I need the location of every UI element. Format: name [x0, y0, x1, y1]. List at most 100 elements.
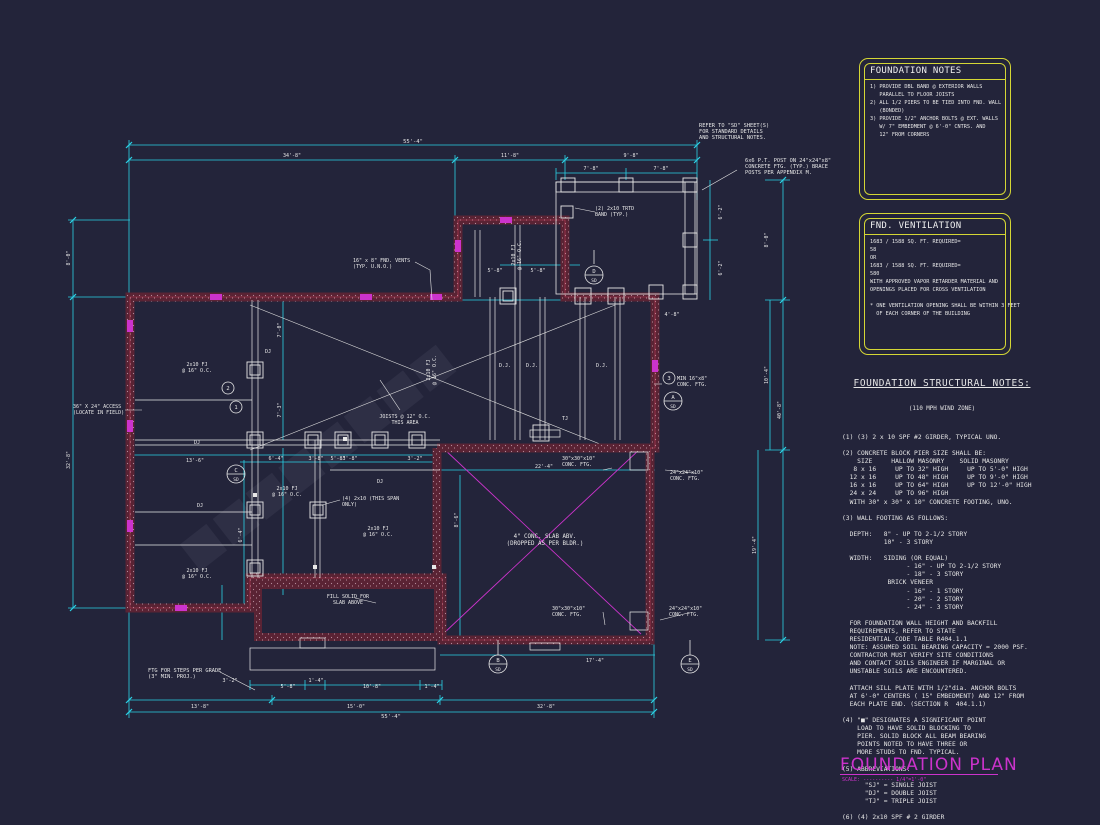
- plan-label-callout-2: 2: [226, 386, 229, 392]
- sheet-scale: SCALE: ---------- 1/4"=1'-0": [842, 777, 927, 783]
- fnd-ventilation-line: [870, 294, 1020, 302]
- plan-label-d1: 13'-6": [186, 458, 204, 464]
- foundation-notes-title: FOUNDATION NOTES: [870, 66, 962, 76]
- structural-notes-line: PIER. SOLID BLOCK ALL BEAM BEARING: [842, 733, 987, 741]
- dimension-ticks: [69, 141, 787, 716]
- plan-label-d9: 3'-2": [222, 678, 237, 684]
- plan-label-dj-b: D.J.: [596, 363, 608, 369]
- plan-label-d2: 6'-4": [268, 456, 283, 462]
- structural-notes-line: (1) (3) 2 x 10 SPF #2 GIRDER, TYPICAL UN…: [842, 433, 1002, 441]
- structural-notes-line: WITH 30" x 30" x 10" CONCRETE FOOTING, U…: [842, 498, 1013, 506]
- plan-annotations: 55'-4"34'-8"11'-8"9'-8"7'-8"7'-8"55'-4"1…: [66, 123, 831, 720]
- plan-label-slab-left: 8'-6": [454, 512, 460, 527]
- foundation-notes-box: FOUNDATION NOTES 1) PROVIDE DBL BAND @ E…: [859, 58, 1011, 200]
- plan-label-d8: 5'-8": [530, 268, 545, 274]
- structural-notes-line: [842, 709, 1042, 717]
- structural-notes-line: (3) WALL FOOTING AS FOLLOWS:: [842, 514, 949, 522]
- plan-label-access: 36" X 24" ACCESS(LOCATE IN FIELD): [73, 404, 124, 416]
- plan-label-d10: 10'-8": [363, 684, 381, 690]
- structural-notes-line: [842, 523, 1042, 531]
- foundation-notes-line: W/ 7" EMBEDMENT @ 6'-0" CNTRS. AND: [870, 124, 986, 130]
- plan-label-d12: 1'-4": [308, 678, 323, 684]
- plan-label-left-overall: 32'-8": [66, 451, 72, 469]
- structural-notes-line: [842, 547, 1042, 555]
- structural-notes-line: - 18" - 3 STORY: [842, 571, 964, 579]
- plan-label-callout-3: 3: [667, 376, 670, 382]
- structural-notes-line: MORE STUDS TO FND. TYPICAL.: [842, 749, 960, 757]
- sheet-title-rule: [840, 774, 998, 775]
- structural-notes-line: AT 6'-0" CENTERS ( 15" EMBEDMENT) AND 12…: [842, 692, 1024, 700]
- structural-notes-line: ATTACH SILL PLATE WITH 1/2"dia. ANCHOR B…: [842, 684, 1017, 692]
- plan-label-slab: 4" CONC. SLAB ABV.(DROPPED AS PER BLDR.): [507, 534, 584, 547]
- structural-notes-line: (4) "■" DESIGNATES A SIGNIFICANT POINT: [842, 717, 987, 725]
- foundation-notes-line: 12" FROM CORNERS: [870, 132, 930, 138]
- porch-posts: [560, 177, 698, 300]
- plan-label-sheet-ref: SD: [591, 278, 597, 284]
- plan-label-fj-2: 2x10 FJ@ 16" O.C.: [182, 568, 212, 580]
- plan-label-fj-4: 2x10 FJ@ 16" O.C.: [363, 526, 393, 538]
- plan-label-d7: 5'-8": [487, 268, 502, 274]
- structural-notes-line: 12 x 16 UP TO 48" HIGH UP TO 9'-0" HIGH: [842, 474, 1028, 482]
- foundation-notes-line: 1) PROVIDE DBL BAND @ EXTERIOR WALLS: [870, 84, 983, 90]
- structural-notes-line: BRICK VENEER: [842, 579, 933, 587]
- structural-notes-line: AND CONTACT SOILS ENGINEER IF MARGINAL O…: [842, 660, 1006, 668]
- structural-notes-line: 24 x 24 UP TO 96" HIGH: [842, 490, 949, 498]
- plan-label-slab-width: 22'-4": [535, 464, 553, 470]
- plan-label-vents: 16" x 8" FND. VENTS(TYP. U.N.O.): [353, 258, 410, 270]
- structural-notes-line: 10" - 3 STORY: [842, 538, 933, 546]
- plan-label-d11: 5'-8": [280, 684, 295, 690]
- structural-notes-line: - 20" - 2 STORY: [842, 595, 964, 603]
- plan-label-cut-c: C: [234, 468, 237, 474]
- plan-label-d15: 7'-3": [277, 402, 283, 417]
- significant-points: [253, 437, 436, 569]
- plan-label-porch-side1: 6'-2": [718, 204, 724, 219]
- plan-label-d3: 3'-8": [308, 456, 323, 462]
- leader-lines: [125, 169, 738, 691]
- plan-label-tj: TJ: [562, 416, 568, 422]
- foundation-notes-line: (BONDED): [870, 108, 905, 114]
- structural-notes-line: [842, 677, 1042, 685]
- plan-label-porch-side2: 6'-2": [718, 260, 724, 275]
- foundation-notes-line: PARALLEL TO FLOOR JOISTS: [870, 92, 955, 98]
- plan-label-dj-b: D.J.: [526, 363, 538, 369]
- plan-label-cut-b: B: [496, 658, 500, 664]
- plan-label-sheet-ref: SD: [670, 404, 676, 410]
- structural-notes-line: SIZE HALLOW MASONRY SOLID MASONRY: [842, 458, 1009, 466]
- structural-notes-line: - 16" - UP TO 2-1/2 STORY: [842, 563, 1002, 571]
- structural-notes-body: (1) (3) 2 x 10 SPF #2 GIRDER, TYPICAL UN…: [842, 434, 1042, 823]
- structural-notes-title: FOUNDATION STRUCTURAL NOTES:: [853, 378, 1031, 390]
- plan-label-d14: 7'-0": [277, 322, 283, 337]
- plan-label-d16: 6'-4": [238, 527, 244, 542]
- structural-notes-line: RESIDENTIAL CODE TABLE R404.1.1: [842, 636, 968, 644]
- plan-label-porch-b: 7'-8": [653, 166, 668, 172]
- structural-notes-subtitle: (110 MPH WIND ZONE): [908, 406, 976, 413]
- plan-label-cut-e: E: [688, 658, 691, 664]
- plan-label-bottom-mid: 15'-0": [347, 704, 365, 710]
- structural-notes-line: WIDTH: SIDING (OR EQUAL): [842, 555, 949, 563]
- structural-notes-line: CONTRACTOR MUST VERIFY SITE CONDITIONS: [842, 652, 994, 660]
- diagonal-lines: [249, 304, 616, 451]
- fnd-ventilation-line: WITH APPROVED VAPOR RETARDER MATERIAL AN…: [870, 279, 999, 285]
- plan-label-d4: 3'-8": [342, 456, 357, 462]
- structural-notes-line: [842, 612, 1042, 620]
- structural-notes-line: [842, 442, 1042, 450]
- structural-notes: FOUNDATION STRUCTURAL NOTES: (110 MPH WI…: [842, 364, 1042, 825]
- structural-notes-line: (2) CONCRETE BLOCK PIER SIZE SHALL BE:: [842, 449, 987, 457]
- plan-label-d13: 1'-4": [424, 684, 439, 690]
- fnd-ventilation-line: OR: [870, 255, 877, 261]
- plan-label-ftg-24b: 24"x24"x10"CONC. FTG.: [669, 606, 702, 618]
- plan-label-min-ftg: MIN 16"x8"CONC. FTG.: [677, 376, 707, 388]
- structural-notes-line: [842, 806, 1042, 814]
- plan-label-sheet-ref: SD: [495, 667, 501, 673]
- plan-label-bottom-left: 13'-8": [191, 704, 209, 710]
- sheet-title: FOUNDATION PLAN: [840, 755, 1018, 775]
- plan-label-ftg-30: 30"x30"x10"CONC. FTG.: [562, 456, 595, 468]
- fnd-ventilation-line: * ONE VENTILATION OPENING SHALL BE WITHI…: [870, 303, 1020, 309]
- fnd-ventilation-line: OF EACH CORNER OF THE BUILDING: [870, 311, 970, 317]
- plan-label-bottom-right: 32'-8": [537, 704, 555, 710]
- structural-notes-line: REQUIREMENTS, REFER TO STATE: [842, 628, 956, 635]
- structural-notes-line: POINTS NOTED TO HAVE THREE OR: [842, 741, 968, 749]
